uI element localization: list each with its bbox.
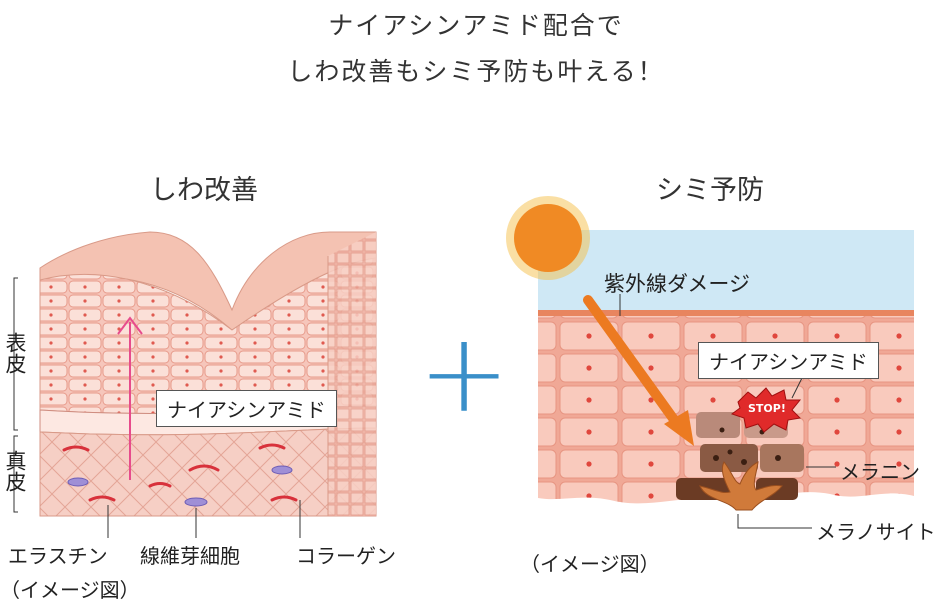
layer-brackets [13,277,18,513]
plus-symbol: + [418,309,511,437]
fibroblast-cells [67,465,293,507]
label-melanocyte: メラノサイト [816,520,936,544]
label-elastin: エラスチン [8,544,108,568]
headline-line2: しわ改善もシミ予防も叶える！ [287,57,665,86]
stop-badge-text: STOP! [748,402,786,415]
layer-label-epidermis: 表皮 [3,332,27,374]
sun-icon [506,196,590,280]
right-ingredient-label: ナイアシンアミド [698,342,879,379]
right-image-note: （イメージ図） [520,552,660,576]
sky [538,230,914,312]
uv-arrow [583,295,685,433]
melanocyte-icon [699,461,783,511]
headline-line1: ナイアシンアミド配合で [328,11,624,40]
left-ingredient-label: ナイアシンアミド [156,390,337,427]
left-panel-title: しわ改善 [150,175,258,206]
left-image-note: （イメージ図） [0,578,140,602]
right-panel-title: シミ予防 [656,175,764,206]
label-melanin: メラニン [840,460,920,484]
skin-surface [39,231,377,331]
label-collagen: コラーゲン [296,544,396,568]
collagen-fibers [62,443,298,502]
skin-side-face [328,232,376,516]
layer-label-dermis: 真皮 [3,450,27,492]
stop-badge-shape [730,387,802,433]
uv-damage-label: 紫外線ダメージ [604,272,750,296]
label-fibroblast: 線維芽細胞 [140,544,240,568]
